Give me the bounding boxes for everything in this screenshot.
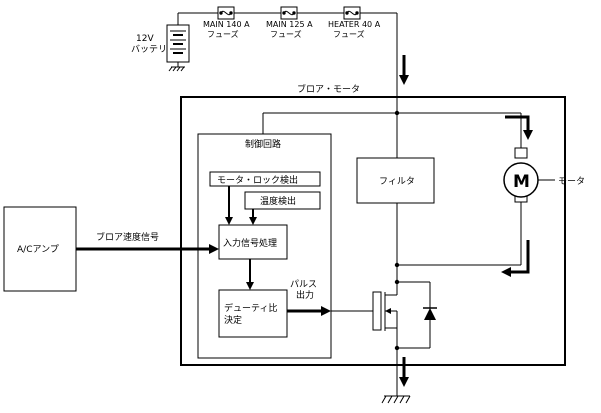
ac-amplifier-box (3, 206, 77, 292)
mosfet-arrow (385, 308, 391, 314)
pulse-output-label-1: パルス (290, 279, 317, 290)
duty-ratio-label-1: デューティ比 (224, 302, 277, 314)
control-signal-arrows (228, 186, 254, 283)
fuse-main-125-symbol (280, 6, 298, 20)
duty-ratio-box (218, 289, 288, 338)
motor-m-symbol: M (513, 172, 530, 192)
motor-symbol (503, 147, 539, 203)
blower-speed-signal-label: ブロア速度信号 (96, 231, 159, 243)
motor-lock-box (209, 171, 321, 187)
fuse-heater-40-symbol (343, 6, 361, 20)
control-arrow-heads (225, 217, 257, 290)
control-circuit-label: 制御回路 (245, 138, 281, 150)
blower-motor-title: ブロア・モータ (297, 83, 360, 95)
junction-dots (394, 110, 400, 351)
battery-voltage-label: 12V (136, 34, 154, 44)
flow-arrow-down-head (523, 130, 533, 140)
fuse-main-125-rating: MAIN 125 A (266, 20, 313, 29)
current-out-arrow-head (399, 377, 409, 387)
pulse-output-label-2: 出力 (296, 289, 314, 301)
current-flow-arrows (505, 115, 530, 274)
ac-amplifier-label: A/Cアンプ (17, 244, 59, 255)
fuse-main-140-label: フューズ (207, 29, 239, 39)
fuse-main-140-symbol (217, 6, 235, 20)
fuse-heater-40-rating: HEATER 40 A (328, 20, 381, 29)
blower-speed-signal-arrow-head (209, 244, 219, 254)
duty-ratio-label-2: 決定 (224, 314, 242, 326)
temp-detect-box (244, 191, 321, 210)
pulse-output-arrow-head (321, 306, 331, 316)
blower-motor-module-outline (180, 96, 566, 366)
motor-lock-label: モータ・ロック検出 (217, 174, 298, 186)
flow-arrow-left-head (501, 267, 511, 277)
fuse-heater-40-label: フューズ (333, 29, 365, 39)
fuse-main-140-rating: MAIN 140 A (203, 20, 250, 29)
current-in-arrow (399, 55, 409, 85)
filter-box (356, 157, 435, 204)
filter-label: フィルタ (379, 176, 415, 187)
battery-symbol (166, 24, 190, 72)
diode-symbol (423, 307, 437, 320)
temp-detect-label: 温度検出 (260, 195, 296, 207)
fuse-main-125-label: フューズ (270, 29, 302, 39)
battery-label: バッテリ (131, 44, 167, 55)
mosfet-symbol (361, 291, 398, 335)
motor-label: モータ (558, 176, 585, 187)
input-process-label: 入力信号処理 (223, 237, 277, 249)
ground-symbol (381, 365, 411, 404)
